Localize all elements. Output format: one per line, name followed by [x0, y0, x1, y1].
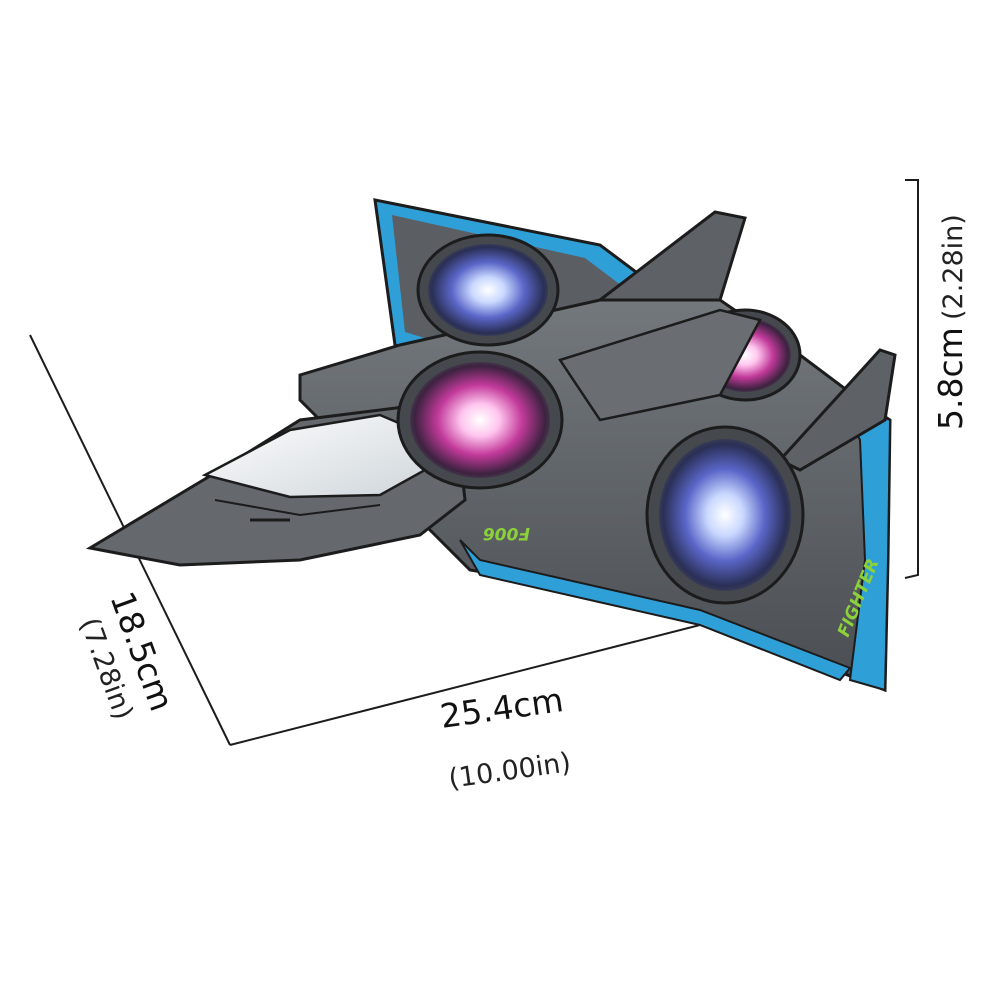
right-wing-trim — [837, 398, 892, 692]
height-imperial-label: (2.28in) — [938, 214, 969, 320]
toy-jet: F006 FIGHTER — [85, 198, 897, 693]
cockpit-canopy — [201, 413, 427, 499]
model-decal: F006 — [483, 523, 530, 543]
height-dimension-line — [904, 179, 919, 579]
width-imperial-label: (10.00in) — [447, 747, 573, 795]
height-metric-label: 5.8cm — [931, 327, 970, 430]
tail-fin-left — [595, 210, 747, 302]
tail-fin-right — [777, 348, 897, 472]
center-spine — [558, 308, 762, 422]
width-metric-label: 25.4cm — [438, 680, 566, 736]
fan-front-right — [645, 425, 805, 605]
fan-middle-left — [396, 350, 564, 490]
fan-front-left — [416, 233, 560, 347]
width-dimension-line — [229, 624, 701, 746]
